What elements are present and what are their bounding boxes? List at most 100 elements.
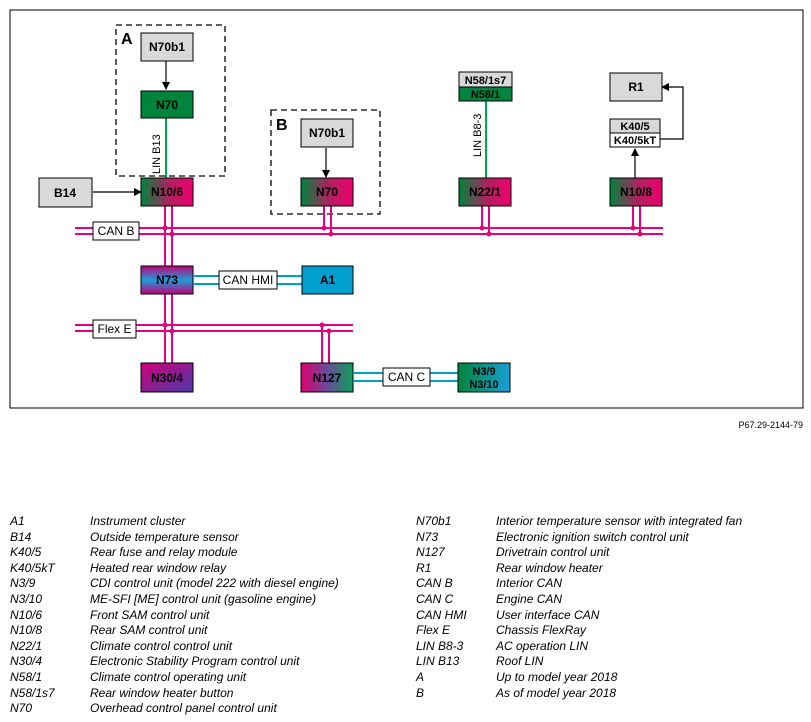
lin-b8-3-label: LIN B8-3 xyxy=(472,114,484,157)
n73-label: N73 xyxy=(156,273,178,287)
legend-code: B xyxy=(416,685,425,700)
r1-label: R1 xyxy=(628,80,644,94)
b14-box xyxy=(38,177,93,208)
n10-8-box xyxy=(609,177,663,207)
legend-description: Electronic ignition switch control unit xyxy=(496,529,689,544)
network-diagram: A B xyxy=(9,9,804,409)
legend-description: CDI control unit (model 222 with diesel … xyxy=(90,576,339,591)
group-a-label: A xyxy=(121,31,133,48)
n70b1-a-label: N70b1 xyxy=(149,40,185,54)
legend-description: Front SAM control unit xyxy=(90,607,210,622)
n70-b-box xyxy=(300,177,354,207)
legend-description: Climate control operating unit xyxy=(90,670,247,684)
diagram-frame xyxy=(9,9,804,409)
legend-description: AC operation LIN xyxy=(496,638,589,653)
legend-description: User interface CAN xyxy=(496,607,600,622)
n22-1-label: N22/1 xyxy=(469,185,501,199)
legend-description: Roof LIN xyxy=(496,654,544,669)
flex-e-label: Flex E xyxy=(97,322,131,336)
can-b-label-box xyxy=(92,221,140,241)
legend-code: CAN B xyxy=(416,576,453,591)
n58-1s7-label: N58/1s7 xyxy=(465,75,507,87)
n30-4-box xyxy=(140,362,194,393)
n30-4-label: N30/4 xyxy=(151,371,183,385)
legend-code: N30/4 xyxy=(10,654,43,669)
n127-box xyxy=(300,362,354,393)
figure-reference: P67.29-2144-79 xyxy=(738,420,803,430)
legend-description: ME-SFI [ME] control unit (gasoline engin… xyxy=(90,592,317,606)
can-c-label-box xyxy=(382,367,431,387)
k40-5kt-box xyxy=(609,132,661,148)
legend-description: Overhead control panel control unit xyxy=(90,701,277,716)
legend-description: Engine CAN xyxy=(496,592,563,606)
n10-8-label: N10/8 xyxy=(620,185,652,199)
n70-a-box xyxy=(140,90,194,119)
legend-code: N3/10 xyxy=(10,592,43,606)
lin-b13-label: LIN B13 xyxy=(151,134,163,174)
legend-description: Climate control control unit xyxy=(90,638,233,653)
legend-code: A xyxy=(416,670,425,684)
legend-code: K40/5 xyxy=(10,545,42,560)
n70-a-label: N70 xyxy=(156,98,178,112)
legend-code: CAN C xyxy=(416,592,454,606)
a1-box xyxy=(301,265,354,295)
legend-description: Electronic Stability Program control uni… xyxy=(90,654,300,669)
legend-code: N58/1s7 xyxy=(10,685,55,700)
legend-code: K40/5kT xyxy=(10,560,55,575)
legend-code: N73 xyxy=(416,529,439,544)
n3-9-n3-10-box xyxy=(457,362,511,393)
legend-code: N10/6 xyxy=(10,607,43,622)
group-a-box xyxy=(115,24,226,177)
legend-description: Rear window heater button xyxy=(90,685,234,700)
legend-description: Up to model year 2018 xyxy=(496,670,618,684)
legend-description: Interior temperature sensor with integra… xyxy=(496,514,743,528)
legend-code: N58/1 xyxy=(10,670,43,684)
can-hmi-label: CAN HMI xyxy=(223,273,274,287)
arrow-k40-to-r1 xyxy=(660,83,684,140)
legend-code: B14 xyxy=(10,529,32,544)
n70b1-b-label: N70b1 xyxy=(309,126,345,140)
k40-5kt-label: K40/5kT xyxy=(614,135,656,147)
n22-1-box xyxy=(458,177,512,207)
legend-description: Chassis FlexRay xyxy=(496,623,587,638)
n3-10-label: N3/10 xyxy=(469,379,498,391)
group-b-label: B xyxy=(276,117,288,134)
legend-description: Heated rear window relay xyxy=(90,560,227,575)
legend-code: N3/9 xyxy=(10,576,36,591)
n58-1-label: N58/1 xyxy=(471,89,500,101)
legend-description: Drivetrain control unit xyxy=(496,545,610,560)
legend-code: A1 xyxy=(10,514,25,528)
n3-9-label: N3/9 xyxy=(472,366,495,378)
n70b1-b-box xyxy=(300,118,354,148)
legend-code: LIN B8-3 xyxy=(416,638,464,653)
b14-label: B14 xyxy=(54,186,76,200)
legend-code: R1 xyxy=(416,560,432,575)
flex-e-label-box xyxy=(92,319,137,339)
legend-code: N127 xyxy=(416,545,445,560)
group-b-box xyxy=(270,109,381,215)
n58-1-box xyxy=(458,86,513,102)
legend-code: N70 xyxy=(10,701,33,716)
n70b1-a-box xyxy=(140,32,194,62)
legend-code: N22/1 xyxy=(10,638,43,653)
n10-6-box xyxy=(140,177,194,207)
legend-description: Rear window heater xyxy=(496,560,603,575)
n127-label: N127 xyxy=(313,371,342,385)
n73-box xyxy=(140,265,194,295)
bus-junctions xyxy=(162,225,643,334)
can-hmi-label-box xyxy=(218,270,278,290)
a1-label: A1 xyxy=(320,273,336,287)
legend-code: CAN HMI xyxy=(416,607,467,622)
legend-code: N10/8 xyxy=(10,623,43,638)
bus-drops xyxy=(164,206,641,363)
legend-code: LIN B13 xyxy=(416,654,460,669)
legend-description: Rear SAM control unit xyxy=(90,623,208,638)
n10-6-label: N10/6 xyxy=(151,185,183,199)
legend-description: Outside temperature sensor xyxy=(90,529,239,544)
legend-code: Flex E xyxy=(416,623,451,638)
legend-description: Rear fuse and relay module xyxy=(90,545,238,560)
can-c-label: CAN C xyxy=(388,370,426,384)
n70-b-label: N70 xyxy=(316,185,338,199)
